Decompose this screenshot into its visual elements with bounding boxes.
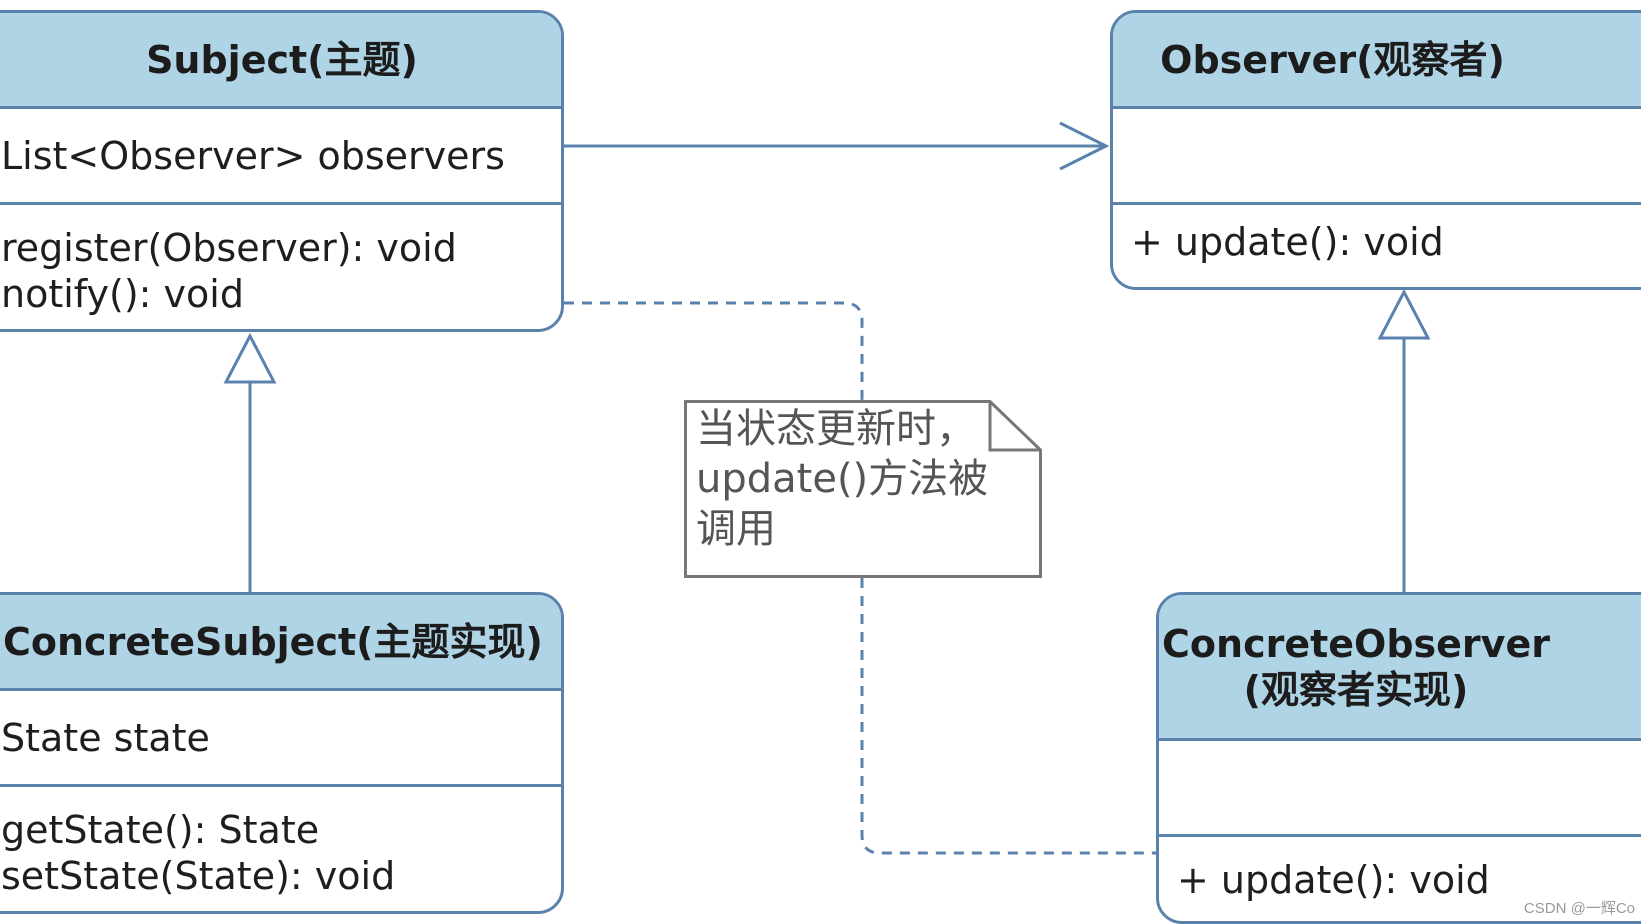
concrete-subject-class-name: ConcreteSubject(主题实现) <box>0 595 561 691</box>
concrete-observer-class-name: ConcreteObserver (观察者实现) <box>1159 595 1641 741</box>
concrete-subject-class: ConcreteSubject(主题实现) State state getSta… <box>0 592 564 914</box>
subject-class-name: Subject(主题) <box>0 13 561 109</box>
note-text: 当状态更新时， update()方法被 调用 <box>696 406 989 552</box>
concrete-observer-attribute <box>1159 741 1641 837</box>
concrete-subject-operation-setstate: setState(State): void <box>1 854 396 898</box>
subject-attribute: List<Observer> observers <box>0 109 561 205</box>
note: 当状态更新时， update()方法被 调用 <box>684 400 1042 578</box>
concrete-observer-name-line1: ConcreteObserver <box>1162 621 1550 666</box>
observer-attribute <box>1113 109 1641 205</box>
concrete-subject-operation-getstate: getState(): State <box>1 808 320 852</box>
concrete-observer-name-line2: (观察者实现) <box>1243 667 1469 712</box>
concrete-subject-attribute: State state <box>0 691 561 787</box>
association-arrowhead <box>1059 121 1110 171</box>
observer-class: Observer(观察者) + update(): void <box>1110 10 1641 290</box>
concrete-observer-operations: + update(): void <box>1159 837 1641 903</box>
concrete-observer-operation-update: + update(): void <box>1177 858 1490 902</box>
concrete-subject-operations: getState(): State setState(State): void <box>0 787 561 899</box>
subject-operation-notify: notify(): void <box>1 272 244 316</box>
observer-operations: + update(): void <box>1113 205 1641 265</box>
generalization-triangle-subject <box>223 332 277 384</box>
subject-operations: register(Observer): void notify(): void <box>0 205 561 317</box>
subject-operation-register: register(Observer): void <box>1 226 457 270</box>
subject-class: Subject(主题) List<Observer> observers reg… <box>0 10 564 332</box>
watermark: CSDN @一辉Co <box>1523 900 1635 917</box>
concrete-observer-class: ConcreteObserver (观察者实现) + update(): voi… <box>1156 592 1641 924</box>
note-connector-dashed <box>564 301 1156 855</box>
observer-class-name: Observer(观察者) <box>1113 13 1641 109</box>
note-shape <box>684 400 1042 578</box>
generalization-triangle-observer <box>1377 288 1431 340</box>
observer-operation-update: + update(): void <box>1131 220 1444 264</box>
